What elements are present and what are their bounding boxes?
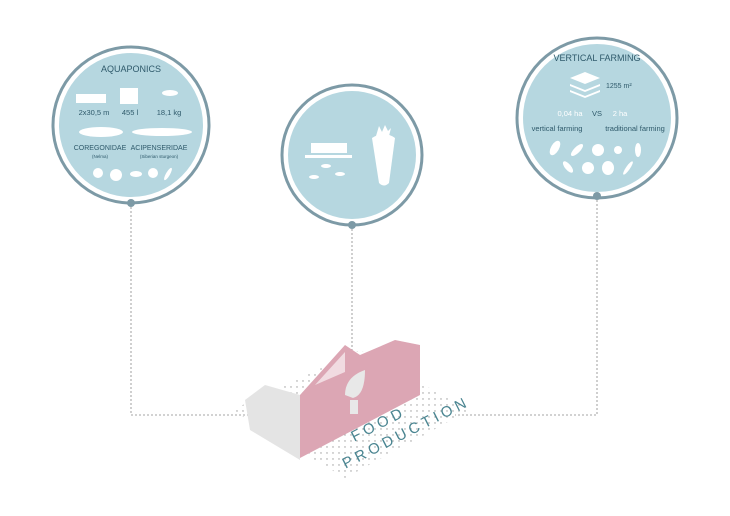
fish2-sub: (Siberian sturgeon) [140,154,179,159]
fish-icon [162,90,178,96]
stat-weight: 18,1 kg [157,108,182,117]
carrot-building-icon [372,134,395,186]
traditional-ha: 2 ha [613,109,628,118]
building-shadow [245,385,300,460]
vegetable-icons [549,140,641,175]
fish1-name: COREGONIDAE [74,145,127,152]
fish1-sub: (Nelma) [92,154,109,159]
aquaponics-circle: AQUAPONICS 2x30,5 m 455 l 18,1 kg COREGO… [51,45,211,207]
layers-icon [570,72,600,98]
vertical-farming-title: VERTICAL FARMING [553,53,640,63]
vertical-label: vertical farming [532,124,583,133]
overview-circle [280,83,424,229]
sturgeon-fish-icon [132,128,192,136]
aquaponics-icon [305,143,352,179]
fish2-name: ACIPENSERIDAE [131,145,188,152]
stat-volume: 455 l [122,108,139,117]
vs-label: VS [592,109,602,118]
planter-icon [76,94,106,103]
building-icon [300,340,420,458]
connector-lines [130,196,598,416]
vegetable-icons [93,167,172,181]
vertical-ha: 0,04 ha [557,109,583,118]
stat-length: 2x30,5 m [79,108,110,117]
traditional-label: traditional farming [605,124,665,133]
tank-icon [120,88,138,104]
vertical-farming-circle: VERTICAL FARMING 1255 m² 0,04 ha VS 2 ha… [515,36,679,200]
nelma-fish-icon [79,127,123,137]
aquaponics-title: AQUAPONICS [101,64,161,74]
area-value: 1255 m² [606,83,632,90]
